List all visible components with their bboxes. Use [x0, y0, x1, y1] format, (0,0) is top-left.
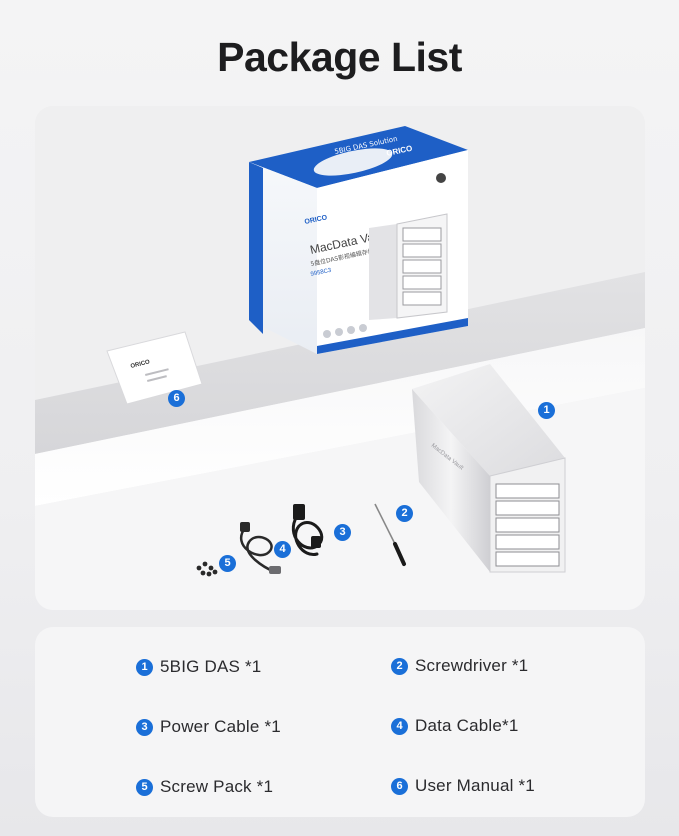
scene-illustration: 5BIG DAS Solution ORICO ORICO MacData Va… — [35, 106, 645, 610]
badge-power-cable: 3 — [334, 524, 351, 541]
power-cable — [291, 504, 324, 556]
data-cable — [239, 522, 281, 574]
item-number-badge: 2 — [391, 657, 408, 675]
item-label: User Manual *1 — [415, 776, 535, 795]
badge-screwdriver: 2 — [396, 505, 413, 522]
ledge-top — [35, 272, 645, 454]
item-label: 5BIG DAS *1 — [160, 657, 262, 676]
item-label: Screwdriver *1 — [415, 656, 529, 675]
item-number-badge: 4 — [391, 717, 408, 735]
svg-text:ORICO: ORICO — [130, 359, 151, 370]
badge-data-cable: 4 — [274, 541, 291, 558]
page-title: Package List — [217, 34, 462, 80]
list-item: 5 Screw Pack *1 — [136, 775, 273, 799]
item-number-badge: 5 — [136, 778, 153, 796]
item-label: Screw Pack *1 — [160, 777, 274, 796]
screw-pack — [196, 561, 218, 577]
list-item: 1 5BIG DAS *1 — [136, 655, 261, 679]
badge-screw-pack: 5 — [219, 555, 236, 572]
list-item: 4 Data Cable*1 — [391, 714, 519, 738]
item-number-badge: 3 — [136, 718, 153, 736]
list-item: 2 Screwdriver *1 — [391, 654, 528, 678]
user-manual: ORICO — [106, 331, 203, 405]
item-label: Data Cable*1 — [415, 716, 519, 735]
das-device: MacData Vault — [412, 364, 566, 573]
retail-box: 5BIG DAS Solution ORICO ORICO MacData Va… — [249, 126, 468, 354]
badge-das: 1 — [538, 402, 555, 419]
svg-text:9958C3: 9958C3 — [310, 268, 332, 278]
badge-user-manual: 6 — [168, 390, 185, 407]
screwdriver — [374, 503, 406, 566]
product-scene: 5BIG DAS Solution ORICO ORICO MacData Va… — [35, 106, 645, 610]
item-number-badge: 1 — [136, 658, 153, 676]
item-number-badge: 6 — [391, 777, 408, 795]
svg-text:ORICO: ORICO — [304, 214, 328, 226]
list-item: 6 User Manual *1 — [391, 774, 535, 798]
item-label: Power Cable *1 — [160, 717, 281, 736]
package-item-list: 1 5BIG DAS *1 2 Screwdriver *1 3 Power C… — [35, 627, 645, 817]
list-item: 3 Power Cable *1 — [136, 715, 281, 739]
